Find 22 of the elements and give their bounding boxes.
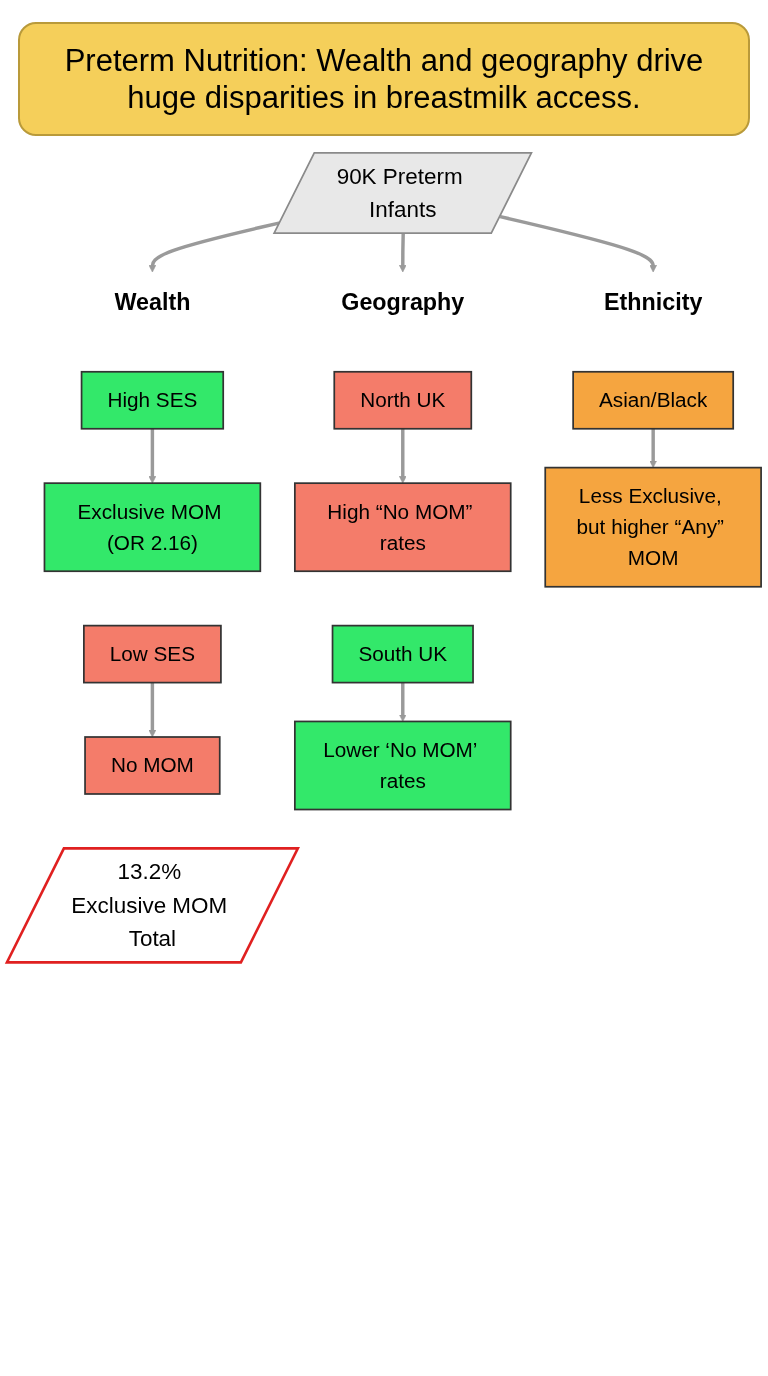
node-box: Low SES: [83, 625, 222, 684]
arrow: [399, 233, 407, 273]
node-box: No MOM: [84, 736, 221, 796]
arrow: [399, 429, 407, 484]
node-box: Asian/Black: [572, 371, 735, 430]
node-text: Wealth: [114, 289, 191, 316]
node-box: High SES: [80, 371, 225, 430]
node-box: Less Exclusive, but higher “Any” MOM: [544, 467, 762, 588]
arrow: [148, 683, 157, 738]
node-text: Geography: [341, 289, 465, 316]
node-text: Ethnicity: [603, 289, 703, 316]
node-box: High “No MOM” rates: [294, 482, 512, 573]
arrow: [148, 429, 157, 484]
node-box: South UK: [331, 625, 474, 684]
title-banner: Preterm Nutrition: Wealth and geography drive huge disparities in breastmilk access.: [18, 22, 750, 137]
arrow: [399, 683, 407, 723]
node-box: Exclusive MOM (OR 2.16): [43, 482, 262, 573]
node-box: Lower ‘No MOM’ rates: [294, 720, 512, 811]
arrow: [499, 215, 657, 273]
node-box: North UK: [333, 371, 473, 430]
arrow: [148, 221, 281, 273]
arrow: [649, 429, 657, 469]
